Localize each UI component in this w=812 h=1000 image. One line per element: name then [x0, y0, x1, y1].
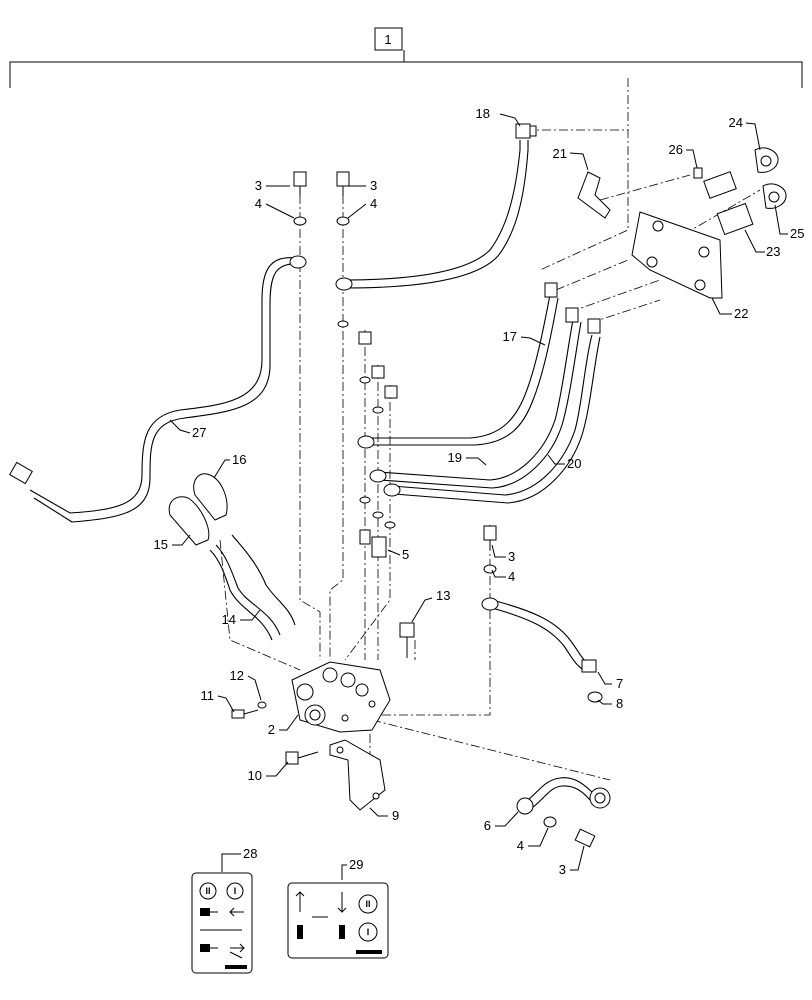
pipe-27	[9, 255, 307, 523]
callout-3-bottom: 3	[559, 862, 566, 877]
washer-4-center	[336, 216, 350, 226]
callout-13: 13	[436, 588, 450, 603]
callout-8: 8	[616, 696, 623, 711]
fitting-8	[587, 691, 603, 703]
coupler-23	[703, 171, 754, 236]
handle-15	[168, 496, 210, 546]
callout-7: 7	[616, 676, 623, 691]
bolt-13	[399, 622, 415, 658]
bolt-3-left	[293, 171, 307, 196]
bolt-3-right	[483, 525, 497, 550]
callout-29: 29	[349, 857, 363, 872]
screw-11	[231, 709, 259, 719]
screw-10	[285, 751, 319, 765]
lever-14	[209, 534, 296, 641]
adapter-5	[359, 529, 387, 558]
bolt-3-bottom	[574, 828, 596, 848]
callout-17: 17	[503, 329, 517, 344]
pipe-20	[383, 318, 601, 504]
callout-19: 19	[448, 450, 462, 465]
pipe-7	[481, 597, 597, 673]
callout-4-bottom: 4	[517, 838, 524, 853]
callout-25: 25	[790, 226, 804, 241]
clip-24	[754, 147, 779, 173]
washer-4-left	[293, 216, 307, 226]
callout-20: 20	[567, 456, 581, 471]
callout-4-right: 4	[508, 569, 515, 584]
callout-3-right: 3	[508, 549, 515, 564]
leader-lines	[169, 113, 788, 880]
assembly-bracket: 1	[9, 27, 803, 88]
callout-15: 15	[154, 537, 168, 552]
callout-14: 14	[222, 612, 236, 627]
screw-26	[693, 167, 703, 179]
control-valve-2	[291, 661, 391, 733]
assembly-number: 1	[384, 32, 391, 47]
bracket-9	[329, 739, 386, 811]
bolt-3-center	[336, 171, 350, 196]
callout-27: 27	[192, 425, 206, 440]
bracket-21	[577, 171, 611, 219]
callout-24: 24	[729, 115, 743, 130]
washer-12	[257, 701, 267, 709]
washer-4-right	[483, 564, 497, 574]
pipe-19	[369, 307, 582, 489]
callout-12: 12	[230, 668, 244, 683]
callout-28: 28	[243, 846, 257, 861]
callout-16: 16	[232, 452, 246, 467]
callout-22: 22	[734, 306, 748, 321]
callout-5: 5	[402, 547, 409, 562]
decal-28-symbol-2: II	[205, 886, 210, 896]
plate-22	[631, 211, 723, 299]
callout-3-center: 3	[370, 178, 377, 193]
callout-labels: 18 21 26 24 25 23 22 3 3 4 4 17 27 19 20…	[154, 106, 805, 877]
callout-9: 9	[392, 808, 399, 823]
callout-4-left: 4	[255, 196, 262, 211]
callout-10: 10	[248, 768, 262, 783]
pipe-17	[357, 282, 559, 449]
bolt-stack	[337, 320, 398, 529]
center-lines	[219, 78, 761, 790]
decal-29-symbol-1: I	[367, 927, 370, 937]
handle-16	[193, 473, 228, 521]
decal-28: II I	[191, 872, 253, 974]
pipe-18	[335, 123, 537, 291]
callout-6: 6	[484, 818, 491, 833]
callout-23: 23	[766, 244, 780, 259]
callout-11: 11	[201, 688, 215, 703]
pipe-6	[516, 777, 611, 815]
callout-2: 2	[268, 722, 275, 737]
callout-4-center: 4	[370, 196, 377, 211]
decal-29: II I	[287, 882, 389, 959]
callout-21: 21	[553, 146, 567, 161]
callout-3-left: 3	[255, 178, 262, 193]
washer-4-bottom	[543, 816, 557, 828]
decal-29-symbol-2: II	[365, 899, 370, 909]
callout-26: 26	[669, 142, 683, 157]
decal-28-symbol-1: I	[234, 886, 237, 896]
clip-25	[762, 183, 787, 209]
callout-18: 18	[476, 106, 490, 121]
